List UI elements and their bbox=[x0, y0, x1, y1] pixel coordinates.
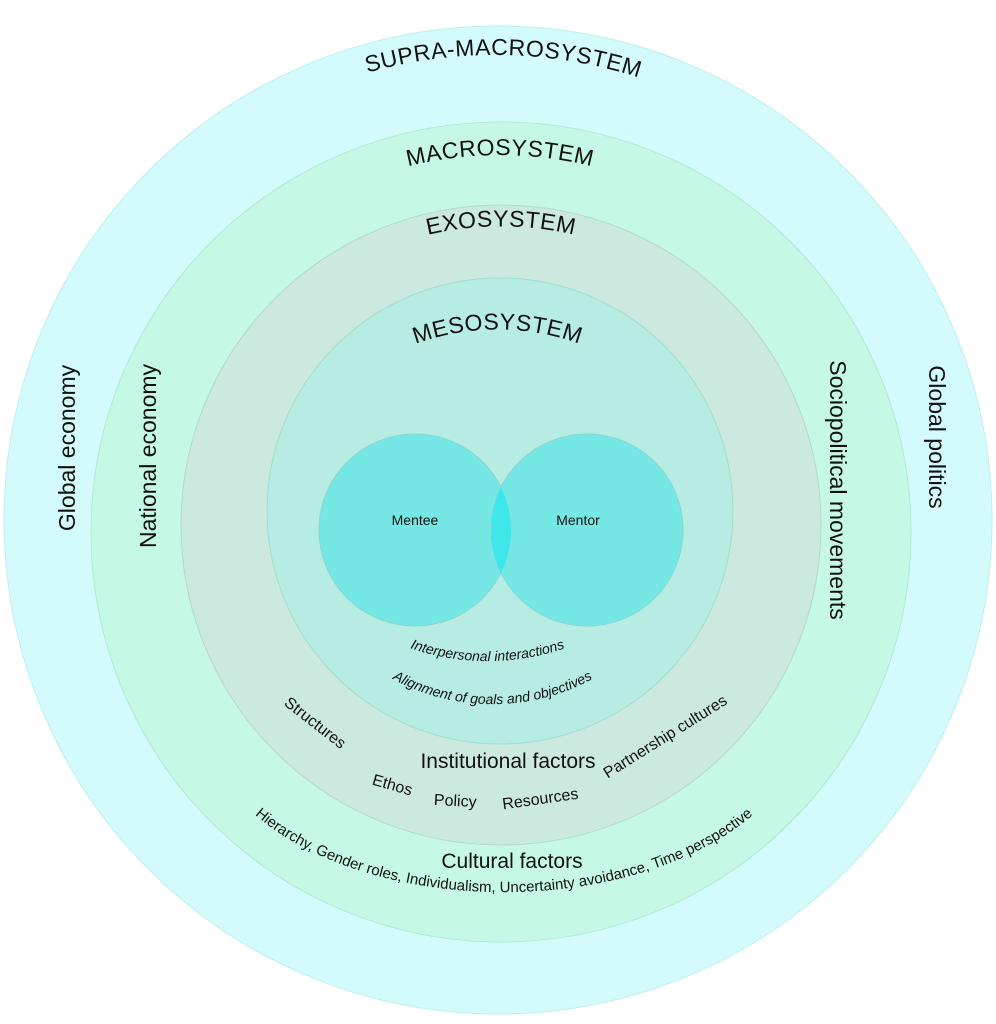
mentee-circle bbox=[318, 433, 512, 627]
national-economy-label: National economy bbox=[135, 363, 161, 548]
global-economy-label: Global economy bbox=[54, 364, 80, 531]
institutional-item-policy: Policy bbox=[433, 792, 477, 811]
global-politics-label: Global politics bbox=[924, 365, 950, 508]
sociopolitical-movements-label: Sociopolitical movements bbox=[825, 360, 851, 620]
mentee-label: Mentee bbox=[392, 512, 439, 528]
mentor-circle bbox=[490, 433, 684, 627]
cultural-factors-title: Cultural factors bbox=[441, 850, 582, 873]
mentor-label: Mentor bbox=[556, 512, 600, 528]
institutional-factors-title: Institutional factors bbox=[420, 750, 595, 773]
